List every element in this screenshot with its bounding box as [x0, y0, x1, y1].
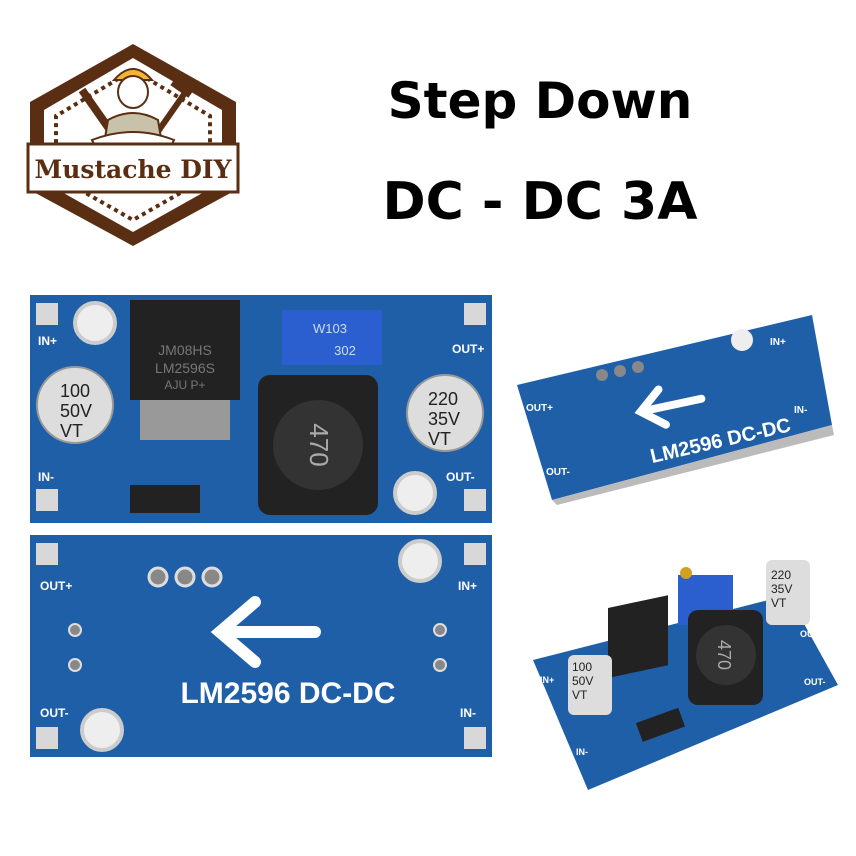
in-minus-label: IN- — [38, 470, 54, 484]
out-plus-label: OUT+ — [526, 403, 553, 414]
in-minus-label: IN- — [460, 706, 476, 720]
out-plus-label: OUT+ — [40, 579, 72, 593]
title-line-2: DC - DC 3A — [382, 172, 698, 232]
out-minus-label: OUT- — [804, 677, 826, 687]
cap-label: VT — [60, 421, 83, 441]
cap-label: 35V — [771, 582, 792, 596]
in-minus-label: IN- — [576, 747, 588, 757]
cap-label: 220 — [428, 389, 458, 409]
cap-label: 100 — [572, 660, 592, 674]
chip-label: LM2596S — [155, 360, 215, 376]
logo-text: Mustache DIY — [35, 155, 233, 184]
cap-label: VT — [572, 688, 588, 702]
board-angled-image: 470 100 50V VT 220 35V VT IN+ IN- OUT+ O… — [533, 560, 838, 790]
cap-label: VT — [428, 429, 451, 449]
out-minus-label: OUT- — [40, 706, 69, 720]
in-plus-label: IN+ — [770, 337, 786, 348]
in-plus-label: IN+ — [38, 334, 57, 348]
inductor-label: 470 — [714, 640, 734, 670]
cap-label: 100 — [60, 381, 90, 401]
board-back-image: LM2596 DC-DC OUT+ OUT- IN+ IN- — [30, 535, 492, 757]
cap-label: 35V — [428, 409, 460, 429]
out-minus-label: OUT- — [446, 470, 475, 484]
out-plus-label: OUT+ — [452, 342, 484, 356]
chip-label: AJU P+ — [164, 378, 205, 392]
out-minus-label: OUT- — [546, 467, 570, 478]
in-plus-label: IN+ — [458, 579, 477, 593]
pot-label: W103 — [313, 321, 347, 336]
lm2596-label: LM2596 DC-DC — [180, 677, 395, 710]
cap-label: 50V — [572, 674, 593, 688]
cap-label: 220 — [771, 568, 791, 582]
title-line-1: Step Down — [387, 72, 693, 130]
cap-label: 50V — [60, 401, 92, 421]
in-minus-label: IN- — [794, 405, 807, 416]
in-plus-label: IN+ — [540, 675, 554, 685]
board-back-angled-image: LM2596 DC-DC OUT+ OUT- IN+ IN- — [517, 315, 834, 505]
inductor-label: 470 — [304, 423, 334, 466]
out-plus-label: OUT+ — [800, 629, 824, 639]
chip-label: JM08HS — [158, 342, 212, 358]
board-front-image: JM08HS LM2596S AJU P+ 100 50V VT 220 35V… — [30, 295, 492, 523]
mustache-diy-logo: Mustache DIY — [26, 44, 240, 246]
pot-label: 302 — [334, 343, 356, 358]
cap-label: VT — [771, 596, 787, 610]
